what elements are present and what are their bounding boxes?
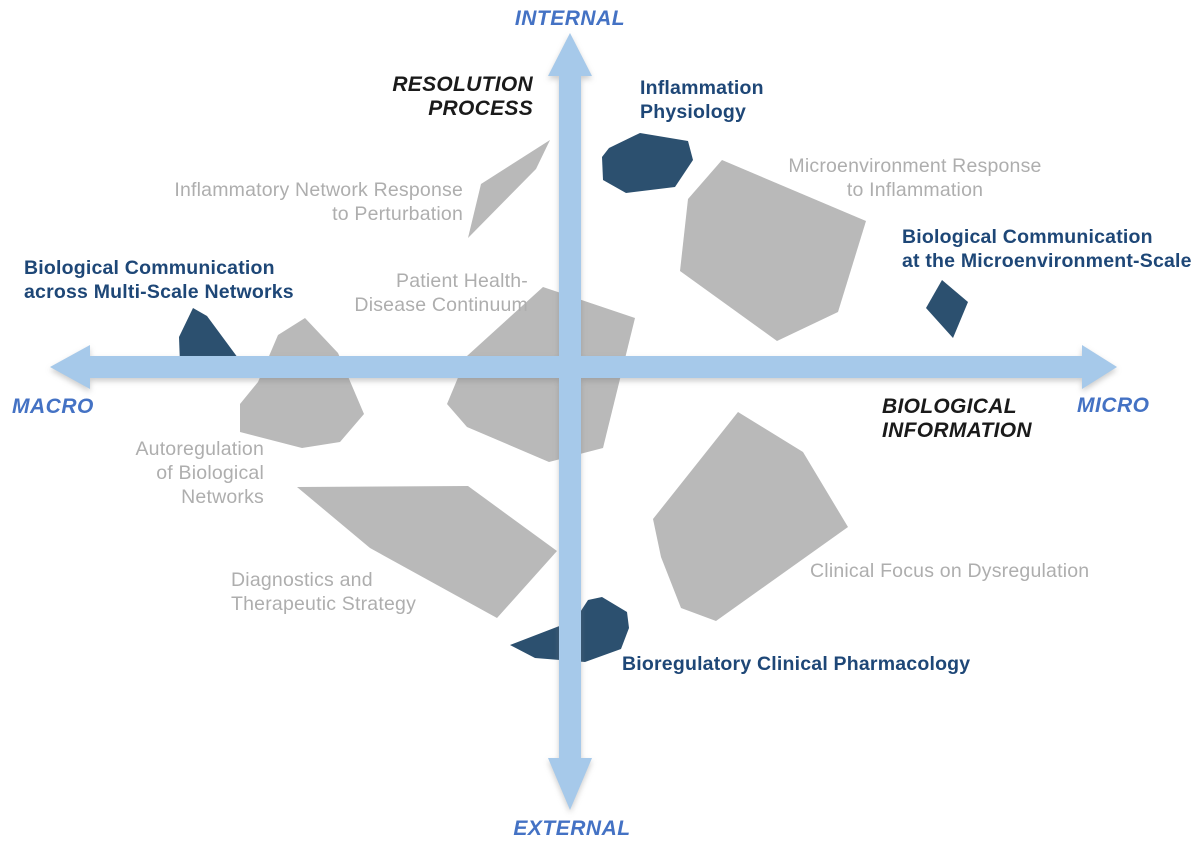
topic-label-line: Inflammation [640,77,764,99]
inflammatory-network-response-shape [468,140,550,238]
microenvironment-response-shape [680,160,866,341]
clinical-focus-dysregulation-shape [653,412,848,621]
dimension-label-resolution-process: RESOLUTION PROCESS [333,73,533,121]
dimension-label-line: RESOLUTION [392,73,533,96]
topic-label-line: Patient Health- [396,270,528,292]
topic-label-line: Biological Communication [902,226,1153,248]
dimension-label-biological-information: BIOLOGICAL INFORMATION [882,395,1032,443]
topic-label-line: Disease Continuum [354,294,528,316]
clinical-focus-dysregulation-label: Clinical Focus on Dysregulation [810,559,1089,583]
topic-label-line: Diagnostics and [231,569,373,591]
topic-label-line: to Inflammation [846,179,984,201]
axis-label-internal: INTERNAL [514,7,626,30]
topic-label-line: across Multi-Scale Networks [24,281,294,303]
axis-label-macro: MACRO [12,395,94,418]
topic-label-line: to Perturbation [332,203,463,225]
autoregulation-biological-networks-shape [240,318,364,448]
topic-label-line: Physiology [640,101,747,123]
inflammation-physiology-shape [602,133,693,193]
dimension-label-line: BIOLOGICAL [882,395,1017,418]
topic-label-line: at the Microenvironment-Scale [902,250,1192,272]
axis-label-external: EXTERNAL [513,817,631,840]
topic-label-line: Autoregulation [135,438,264,460]
topic-label-line: Therapeutic Strategy [231,593,417,615]
patient-health-disease-continuum-label: Patient Health-Disease Continuum [327,269,528,317]
topic-label-line: Inflammatory Network Response [174,179,463,201]
biological-communication-microenvironment-shape [926,280,968,338]
topic-label-line: Networks [181,486,264,508]
topic-label-line: of Biological [156,462,264,484]
diagnostics-therapeutic-strategy-shape [297,486,557,618]
axis-label-micro: MICRO [1077,394,1150,417]
topic-label-line: Clinical Focus on Dysregulation [810,560,1090,582]
dimension-label-line: INFORMATION [882,419,1032,442]
horizontal-axis-arrow [50,345,1117,389]
topic-label-line: Microenvironment Response [788,155,1042,177]
biological-communication-multiscale-shape [179,308,238,364]
topic-label-line: Bioregulatory Clinical Pharmacology [622,653,971,675]
dimension-label-line: PROCESS [428,97,533,120]
bioregulatory-clinical-pharmacology-label: Bioregulatory Clinical Pharmacology [622,652,970,676]
axis-arrow-layer [50,33,1117,810]
vertical-axis-arrow [548,33,592,810]
topic-label-line: Biological Communication [24,257,275,279]
